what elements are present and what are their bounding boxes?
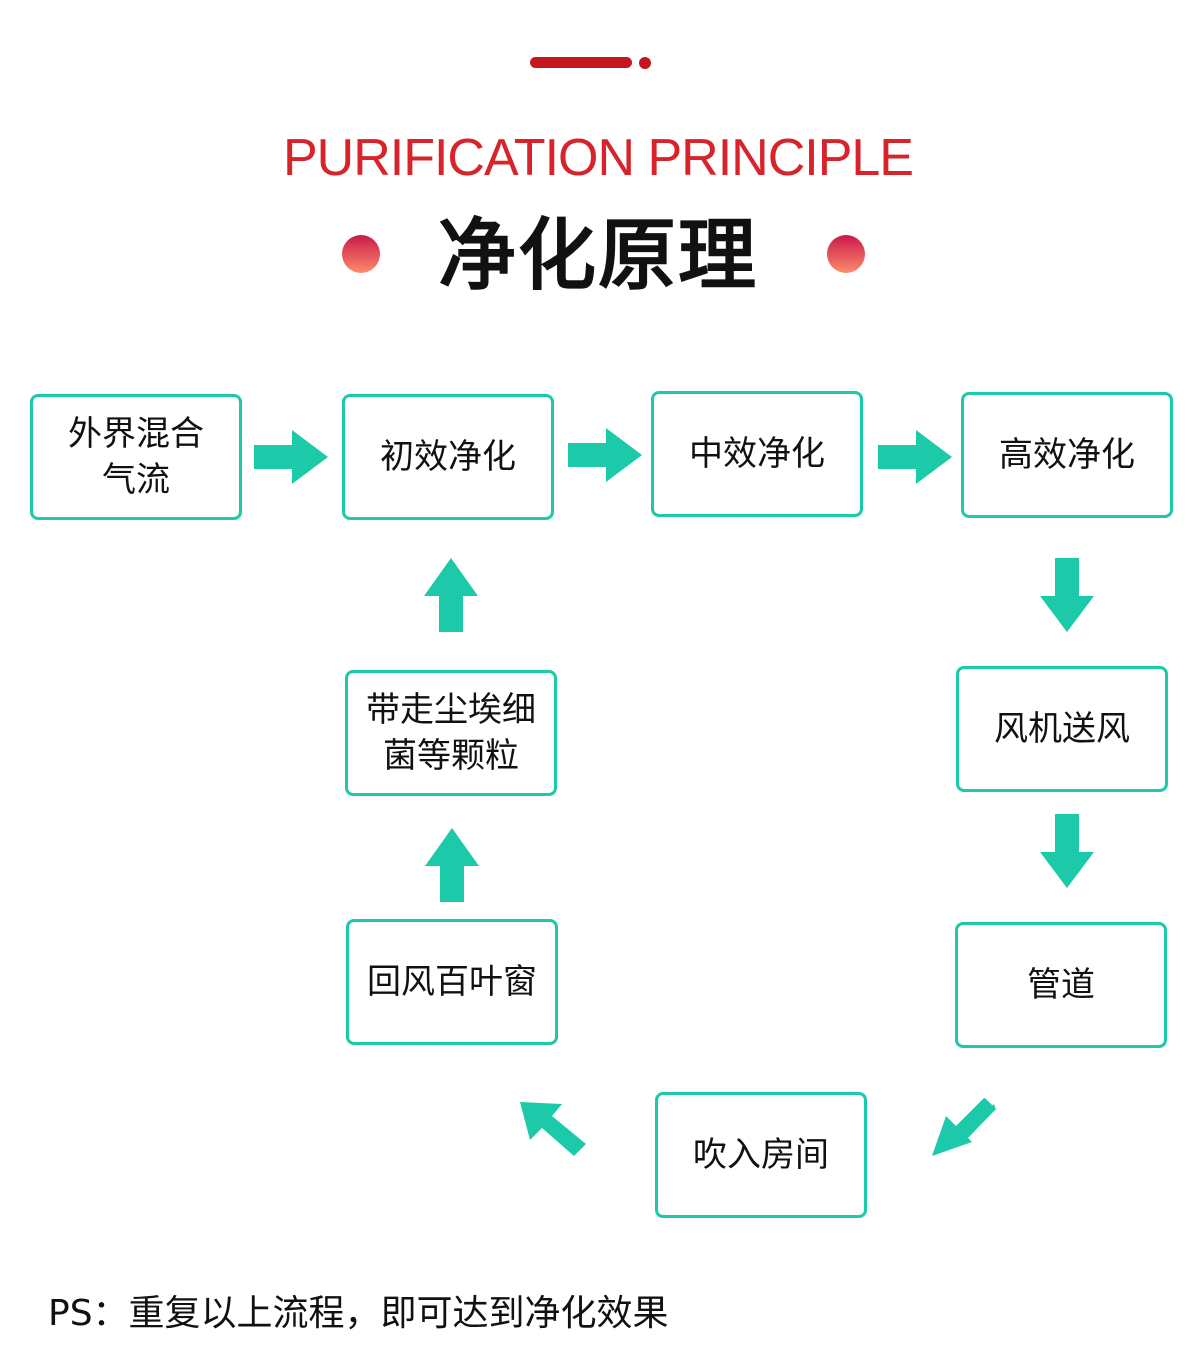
decorative-bar: [530, 57, 632, 68]
arrow-up-icon: [424, 558, 478, 632]
node-particles-label: 带走尘埃细菌等颗粒: [366, 690, 536, 776]
footer-note: PS：重复以上流程，即可达到净化效果: [48, 1293, 669, 1334]
node-fan-supply-label: 风机送风: [994, 709, 1130, 749]
title-right-dot: [827, 235, 865, 273]
arrow-up-icon: [425, 828, 479, 902]
node-room-label: 吹入房间: [693, 1135, 829, 1175]
arrow-right-icon: [568, 428, 642, 482]
node-outside-air: 外界混合气流: [30, 394, 242, 520]
arrow-right-icon: [878, 430, 952, 484]
node-medium-filter-label: 中效净化: [689, 434, 825, 474]
node-high-filter: 高效净化: [961, 392, 1173, 518]
node-duct-label: 管道: [1027, 965, 1095, 1005]
node-particles: 带走尘埃细菌等颗粒: [345, 670, 557, 796]
node-medium-filter: 中效净化: [651, 391, 863, 517]
decorative-dot: [639, 57, 651, 69]
title-english: PURIFICATION PRINCIPLE: [282, 129, 914, 187]
node-return-louver-label: 回风百叶窗: [367, 962, 537, 1002]
title-left-dot: [342, 235, 380, 273]
node-high-filter-label: 高效净化: [999, 435, 1135, 475]
arrow-down-icon: [1040, 814, 1094, 888]
node-fan-supply: 风机送风: [956, 666, 1168, 792]
arrow-up-left-icon: [520, 1102, 586, 1156]
node-duct: 管道: [955, 922, 1167, 1048]
arrow-right-icon: [254, 430, 328, 484]
arrow-down-icon: [1040, 558, 1094, 632]
node-outside-air-label: 外界混合气流: [68, 414, 204, 500]
node-primary-filter-label: 初效净化: [380, 437, 516, 477]
arrow-down-left-icon: [932, 1098, 996, 1156]
title-chinese: 净化原理: [437, 211, 758, 301]
node-primary-filter: 初效净化: [342, 394, 554, 520]
node-room: 吹入房间: [655, 1092, 867, 1218]
node-return-louver: 回风百叶窗: [346, 919, 558, 1045]
